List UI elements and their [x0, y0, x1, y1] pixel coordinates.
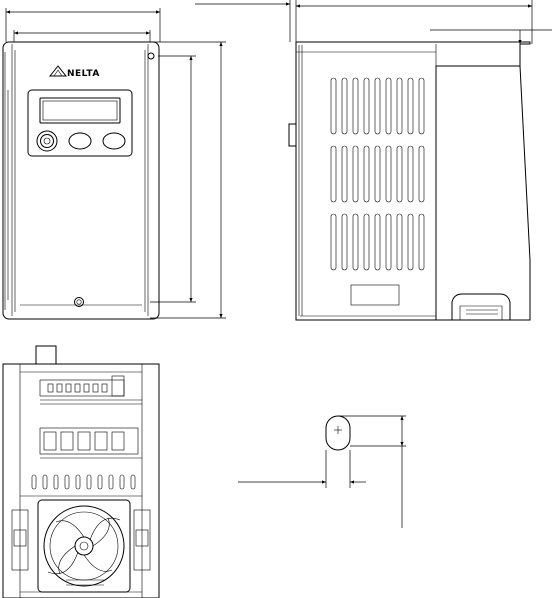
label-plate — [351, 285, 399, 305]
key-button-1 — [69, 133, 91, 149]
side-view — [195, 0, 552, 320]
fan-icon — [38, 500, 130, 592]
vent-slots-bottom — [331, 214, 424, 270]
bottom-vent-row — [32, 475, 135, 489]
key-button-2 — [103, 133, 125, 149]
brand-logo-text: NELTA — [67, 69, 100, 79]
bottom-view — [3, 346, 159, 598]
vent-slots-top — [331, 78, 424, 134]
display-window — [40, 98, 120, 123]
front-view: NELTA — [3, 8, 226, 319]
mounting-hole-detail — [238, 416, 406, 528]
brand-logo-icon — [50, 66, 66, 76]
knob-icon — [37, 131, 57, 151]
vent-slots-middle — [331, 146, 424, 202]
